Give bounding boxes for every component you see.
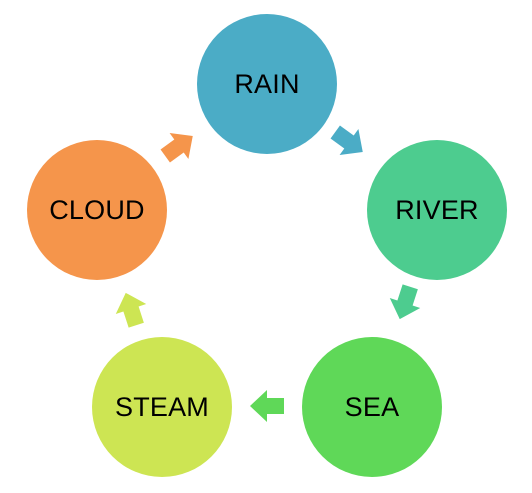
node-cloud: CLOUD <box>27 140 167 280</box>
node-sea: SEA <box>302 337 442 477</box>
node-rain-label: RAIN <box>234 68 300 99</box>
node-cloud-label: CLOUD <box>49 194 145 225</box>
node-sea-label: SEA <box>344 391 400 422</box>
arrow-rain-to-river <box>325 119 373 165</box>
node-river-label: RIVER <box>395 194 479 225</box>
node-steam: STEAM <box>92 337 232 477</box>
node-steam-label: STEAM <box>114 391 209 422</box>
arrow-river-to-sea <box>384 281 426 325</box>
node-river: RIVER <box>367 140 507 280</box>
arrow-steam-to-cloud <box>110 287 152 331</box>
arrow-cloud-to-rain <box>155 123 203 169</box>
arrow-sea-to-steam <box>250 390 284 422</box>
node-rain: RAIN <box>197 14 337 154</box>
